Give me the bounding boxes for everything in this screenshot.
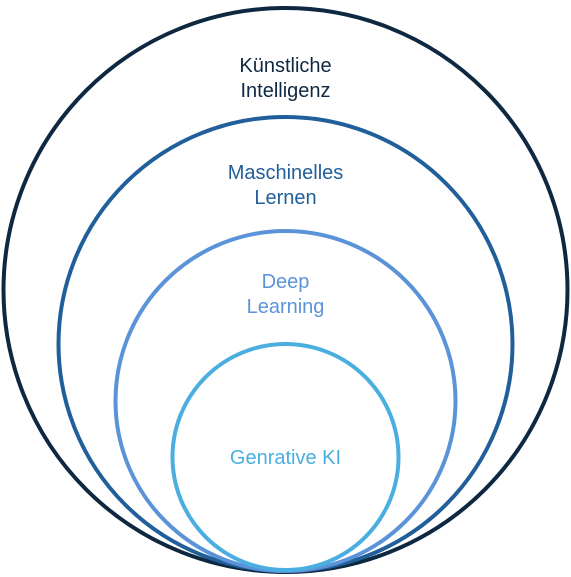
circle-group-generative-ki: Genrative KI [170, 342, 401, 572]
label-deep-learning-line-2: Learning [247, 296, 325, 318]
circle-generative-ki [170, 342, 401, 572]
circle-group-deep-learning: Deep Learning [113, 229, 458, 573]
label-maschinelles-lernen-line-1: Maschinelles [228, 162, 344, 184]
label-deep-learning-line-1: Deep [262, 271, 310, 293]
label-maschinelles-lernen-line-2: Lernen [254, 187, 316, 209]
label-kuenstliche-intelligenz-line-2: Intelligenz [240, 80, 330, 102]
label-generative-ki: Genrative KI [230, 447, 341, 469]
label-kuenstliche-intelligenz-line-1: Künstliche [239, 55, 331, 77]
